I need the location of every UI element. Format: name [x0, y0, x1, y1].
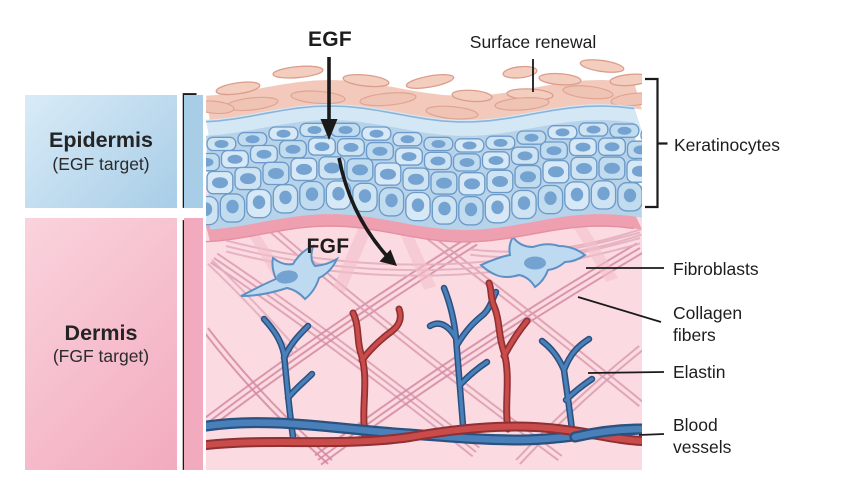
blood-vessels-pointer [638, 433, 665, 436]
dermis-color-strip [184, 218, 203, 470]
red-capillaries-illustration [349, 279, 531, 445]
epidermis-title: Epidermis [49, 128, 153, 153]
stratum-corneum [206, 59, 642, 123]
dermis-title: Dermis [64, 320, 138, 345]
epidermis-color-strip [184, 95, 203, 208]
fgf-label: FGF [306, 235, 350, 258]
dermis-legend-box: Dermis (FGF target) [25, 218, 177, 470]
collagen-fibers-label: Collagen fibers [673, 303, 743, 346]
fibroblasts-label: Fibroblasts [673, 259, 759, 279]
fgf-arrow [337, 157, 397, 266]
keratinocyte-cells [206, 120, 642, 230]
fibroblast-cells-illustration [240, 235, 587, 301]
epidermis-legend-box: Epidermis (EGF target) [25, 95, 177, 208]
dermis-subtitle: (FGF target) [52, 346, 150, 367]
blood-vessels-label: Blood vessels [673, 415, 732, 458]
elastin-fibers-illustration [260, 284, 596, 442]
surface-renewal-label: Surface renewal [469, 32, 597, 52]
egf-label: EGF [307, 28, 353, 51]
elastin-pointer [587, 371, 665, 374]
epidermis-subtitle: (EGF target) [52, 153, 150, 174]
collagen-pointer [577, 296, 662, 323]
blood-vessels-illustration [206, 417, 642, 450]
egf-arrow [320, 57, 338, 140]
keratinocytes-label: Keratinocytes [674, 135, 781, 155]
elastin-label: Elastin [673, 362, 726, 382]
keratinocytes-bracket [645, 77, 668, 209]
